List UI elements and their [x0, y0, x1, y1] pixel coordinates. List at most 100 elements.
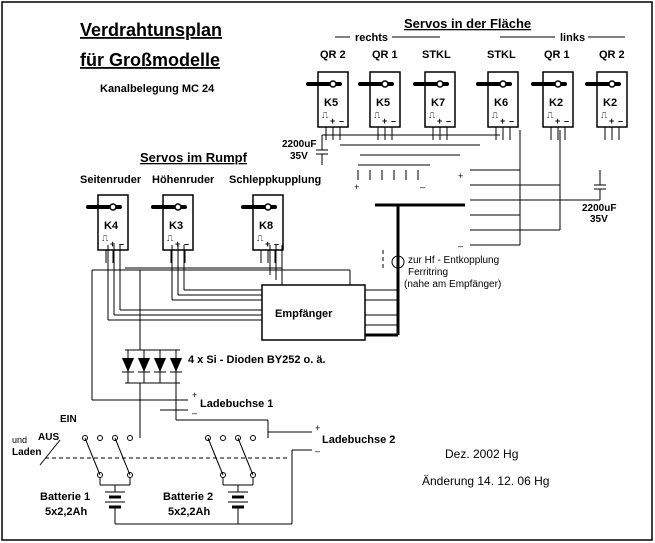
wing-right-label: rechts — [355, 32, 388, 44]
battery-2-name: Batterie 2 — [163, 491, 213, 503]
plus-icon: + — [609, 116, 614, 126]
capacitor-right-voltage: 35V — [590, 214, 608, 225]
fuselage-servo-header: Höhenruder — [152, 174, 215, 186]
minus-icon: – — [339, 116, 344, 126]
svg-text:+: + — [192, 390, 197, 400]
pulse-icon: ⎍ — [322, 110, 329, 120]
wing-servo-5: QR 1 K2⎍+– — [531, 49, 574, 140]
switch-label-and: und — [12, 435, 27, 445]
pulse-icon: ⎍ — [429, 110, 436, 120]
switch-label-off: AUS — [38, 432, 59, 443]
minus-icon: – — [564, 116, 569, 126]
servo-horn-icon — [109, 203, 117, 211]
switch-label-on: EIN — [60, 414, 77, 425]
wing-servo-2: QR 1K5⎍+– — [358, 49, 401, 140]
pulse-icon: ⎍ — [601, 110, 608, 120]
diodes-label: 4 x Si - Dioden BY252 o. ä. — [188, 354, 326, 366]
minus-icon: – — [119, 239, 124, 249]
wing-left-label: links — [560, 32, 585, 44]
charge-socket-1-label: Ladebuchse 1 — [200, 398, 273, 410]
pulse-icon: ⎍ — [374, 110, 381, 120]
channel-assignment-subtitle: Kanalbelegung MC 24 — [100, 83, 215, 95]
charge-socket-2-label: Ladebuchse 2 — [322, 434, 395, 446]
minus-icon: – — [509, 116, 514, 126]
svg-text:–: – — [458, 241, 463, 251]
battery-1-name: Batterie 1 — [40, 491, 90, 503]
switch-link-wire — [39, 439, 61, 466]
capacitor-left-voltage: 35V — [290, 151, 308, 162]
wing-servo-header: QR 1 — [372, 49, 398, 61]
switch-label-charge: Laden — [12, 447, 41, 458]
plus-icon: + — [175, 239, 180, 249]
receiver-label: Empfänger — [275, 308, 333, 320]
wing-capacitor-right — [594, 170, 606, 200]
title-line-2: für Großmodelle — [80, 50, 220, 70]
servo-horn-icon — [608, 80, 616, 88]
diode-bank — [122, 349, 182, 384]
plus-icon: + — [110, 239, 115, 249]
plus-icon: + — [382, 116, 387, 126]
wing-servo-1: QR 2K5⎍+– — [306, 49, 349, 140]
wing-servo-6: QR 2 K2⎍+– — [585, 49, 628, 140]
wing-servo-channel: K2 — [603, 97, 617, 109]
pulse-icon: ⎍ — [257, 233, 264, 243]
capacitor-right-value: 2200uF — [582, 203, 616, 214]
servo-horn-icon — [329, 80, 337, 88]
ferrite-note-line-2: Ferritring — [408, 267, 448, 278]
svg-text:+: + — [315, 423, 320, 433]
wing-capacitor-left — [316, 135, 328, 165]
wing-servo-channel: K5 — [324, 97, 338, 109]
wing-connector-left-side: + – — [458, 169, 600, 251]
minus-icon: – — [618, 116, 623, 126]
fuselage-servo-header: Seitenruder — [80, 174, 142, 186]
wing-connector-right-side: + – — [322, 134, 500, 192]
fuselage-servo-channel: K8 — [259, 220, 273, 232]
svg-text:+: + — [458, 171, 463, 181]
title-line-1: Verdrahtunsplan — [80, 20, 222, 40]
minus-icon: – — [184, 239, 189, 249]
ferrite-note-line-3: (nahe am Empfänger) — [404, 279, 501, 290]
plus-icon: + — [330, 116, 335, 126]
battery-2-symbol — [228, 485, 248, 524]
charge-socket-2-symbol: + – — [268, 423, 320, 456]
fuselage-servos-title: Servos im Rumpf — [140, 150, 248, 165]
date-note: Dez. 2002 Hg — [445, 447, 518, 461]
minus-icon: – — [391, 116, 396, 126]
wing-servos-title: Servos in der Fläche — [404, 16, 531, 31]
fuselage-servo-channel: K4 — [104, 220, 119, 232]
servo-horn-icon — [499, 80, 507, 88]
wing-servo-channel: K2 — [549, 97, 563, 109]
plus-icon: + — [437, 116, 442, 126]
fuselage-servo-header: Schleppkupplung — [229, 174, 321, 186]
wing-servo-header: QR 1 — [544, 49, 570, 61]
wing-servo-channel: K6 — [494, 97, 508, 109]
fuselage-servo-group: SeitenruderK4⎍+–HöhenruderK3⎍+–Schleppku… — [80, 174, 321, 263]
charge-socket-1-symbol: + – — [92, 390, 197, 418]
svg-text:–: – — [315, 446, 320, 456]
ferrite-ring — [391, 255, 405, 269]
wing-servo-header: QR 2 — [599, 49, 625, 61]
ferrite-note-line-1: zur Hf - Entkopplung — [408, 255, 499, 266]
capacitor-left-value: 2200uF — [282, 139, 316, 150]
change-note: Änderung 14. 12. 06 Hg — [422, 474, 549, 488]
switch-group-2 — [205, 435, 256, 486]
battery-1-spec: 5x2,2Ah — [45, 506, 87, 518]
svg-text:+: + — [354, 182, 359, 192]
minus-icon: – — [274, 239, 279, 249]
wing-servo-channel: K7 — [431, 97, 445, 109]
battery-2-spec: 5x2,2Ah — [168, 506, 210, 518]
pulse-icon: ⎍ — [547, 110, 554, 120]
plus-icon: + — [500, 116, 505, 126]
servo-horn-icon — [554, 80, 562, 88]
plus-icon: + — [555, 116, 560, 126]
wing-servo-header: STKL — [487, 49, 516, 61]
wing-servo-header: STKL — [422, 49, 451, 61]
fuselage-servo-channel: K3 — [169, 220, 183, 232]
